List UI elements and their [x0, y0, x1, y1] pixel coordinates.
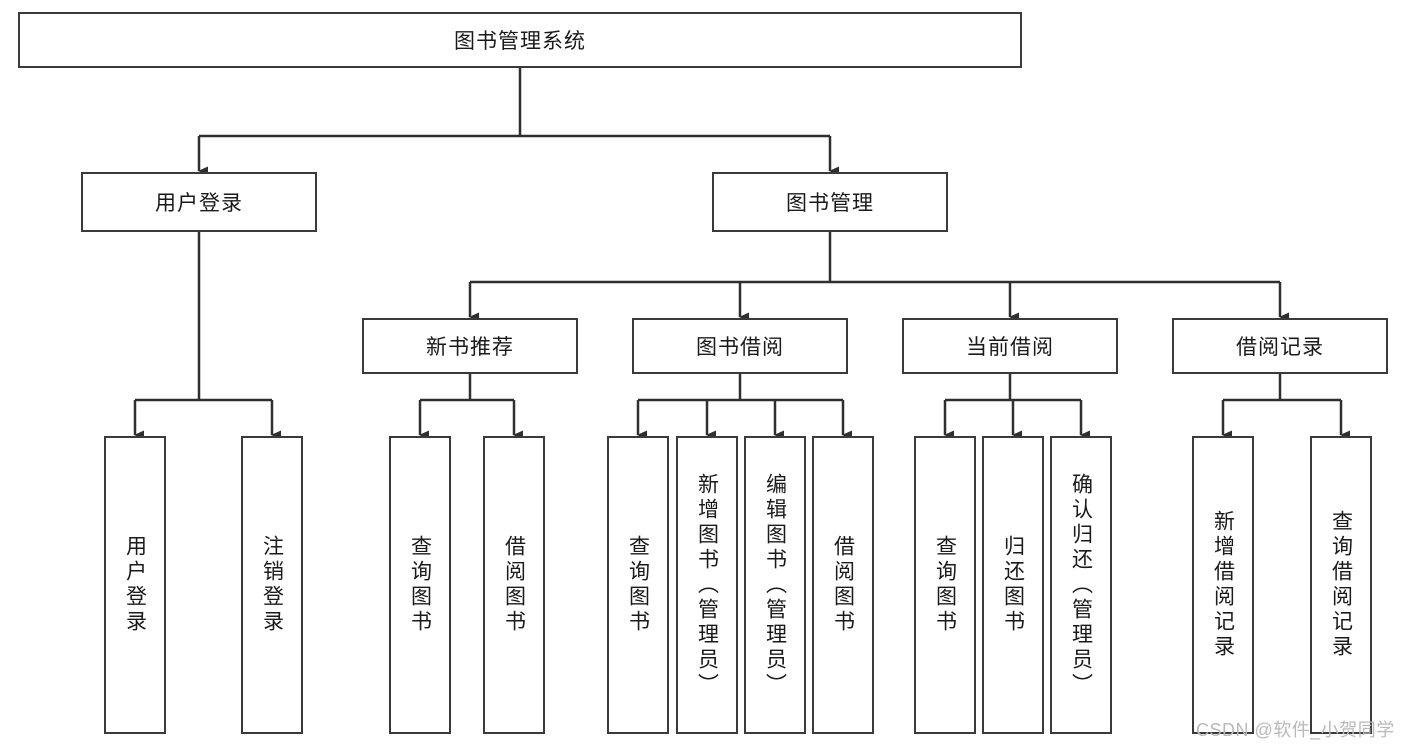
node-label-bookmgmt: 图书管理: [786, 192, 874, 215]
node-label-records: 借阅记录: [1236, 336, 1324, 359]
connector-lines: [133, 68, 1350, 440]
node-leaf-nb-query[interactable]: 查询图书: [389, 436, 451, 734]
node-label-borrow: 图书借阅: [696, 336, 784, 359]
node-leaf-cu-query[interactable]: 查询图书: [914, 436, 976, 734]
node-label-leaf-logout: 注销登录: [260, 535, 284, 635]
node-leaf-bo-edit[interactable]: 编辑图书（管理员）: [744, 436, 806, 734]
node-records[interactable]: 借阅记录: [1172, 318, 1388, 374]
node-leaf-re-add[interactable]: 新增借阅记录: [1192, 436, 1254, 734]
node-borrow[interactable]: 图书借阅: [632, 318, 848, 374]
node-leaf-nb-borrow[interactable]: 借阅图书: [483, 436, 545, 734]
node-label-leaf-bo-borrow: 借阅图书: [831, 535, 855, 635]
node-leaf-cu-return[interactable]: 归还图书: [982, 436, 1044, 734]
node-label-leaf-bo-edit: 编辑图书（管理员）: [763, 472, 787, 698]
node-leaf-bo-query[interactable]: 查询图书: [607, 436, 669, 734]
node-leaf-cu-confirm[interactable]: 确认归还（管理员）: [1050, 436, 1112, 734]
node-label-newbook: 新书推荐: [426, 336, 514, 359]
node-label-current: 当前借阅: [966, 336, 1054, 359]
node-leaf-bo-borrow[interactable]: 借阅图书: [812, 436, 874, 734]
node-label-leaf-re-query: 查询借阅记录: [1329, 510, 1353, 660]
node-label-leaf-cu-confirm: 确认归还（管理员）: [1069, 472, 1093, 698]
node-label-login: 用户登录: [155, 192, 243, 215]
node-leaf-re-query[interactable]: 查询借阅记录: [1310, 436, 1372, 734]
node-label-leaf-nb-borrow: 借阅图书: [502, 535, 526, 635]
node-current[interactable]: 当前借阅: [902, 318, 1118, 374]
node-leaf-login[interactable]: 用户登录: [104, 436, 166, 734]
node-label-leaf-bo-add: 新增图书（管理员）: [695, 472, 719, 698]
node-label-leaf-nb-query: 查询图书: [408, 535, 432, 635]
node-leaf-logout[interactable]: 注销登录: [241, 436, 303, 734]
node-label-leaf-login: 用户登录: [123, 535, 147, 635]
node-bookmgmt[interactable]: 图书管理: [712, 172, 948, 232]
node-newbook[interactable]: 新书推荐: [362, 318, 578, 374]
node-root[interactable]: 图书管理系统: [18, 12, 1022, 68]
node-label-leaf-cu-return: 归还图书: [1001, 535, 1025, 635]
node-leaf-bo-add[interactable]: 新增图书（管理员）: [676, 436, 738, 734]
node-label-root: 图书管理系统: [454, 30, 586, 53]
node-login[interactable]: 用户登录: [81, 172, 317, 232]
node-label-leaf-bo-query: 查询图书: [626, 535, 650, 635]
watermark-label: CSDN @软件_小贺同学: [1196, 720, 1395, 740]
node-label-leaf-re-add: 新增借阅记录: [1211, 510, 1235, 660]
node-label-leaf-cu-query: 查询图书: [933, 535, 957, 635]
